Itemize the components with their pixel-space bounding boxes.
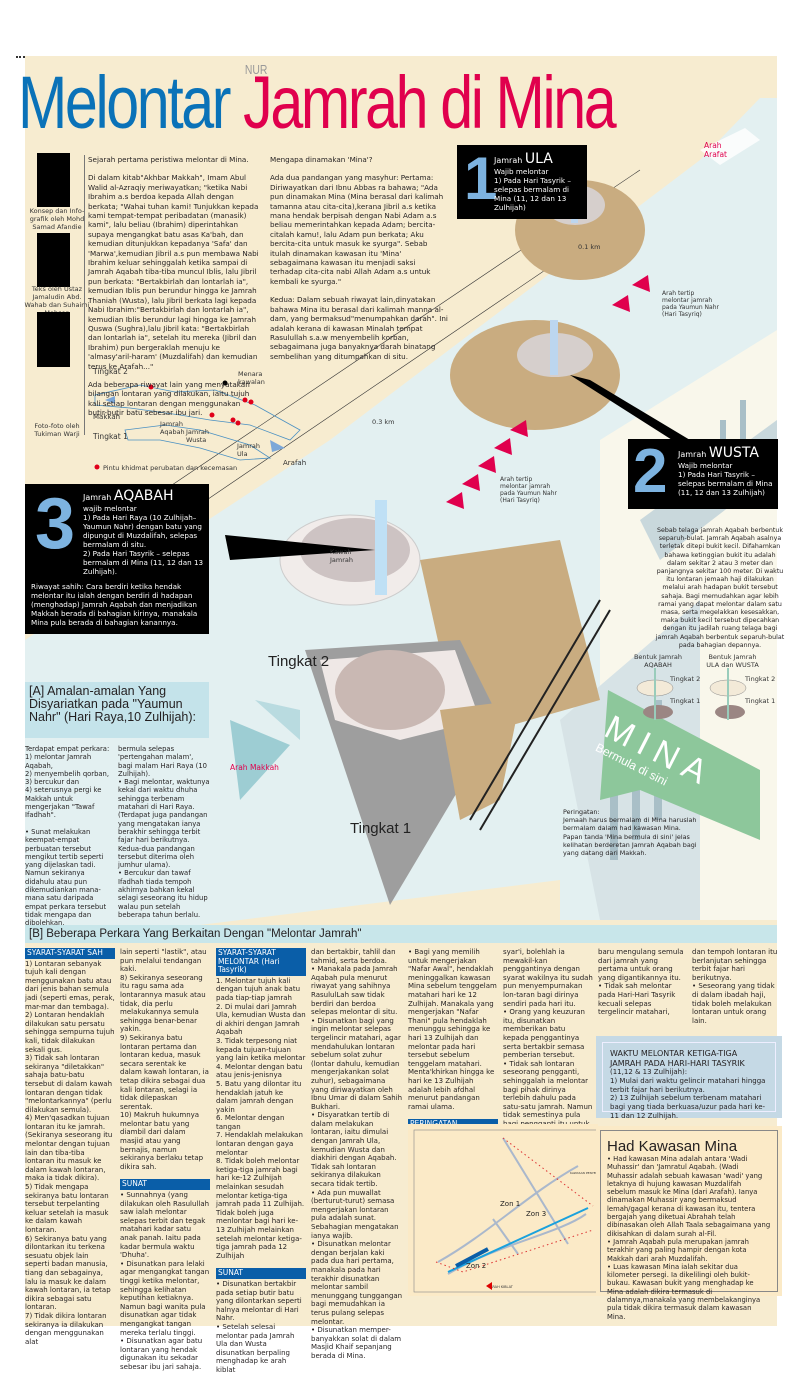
jamrah-ula-name: ULA xyxy=(524,151,553,167)
peringatan-text: Jemaah harus bermalam di Mina haruslah b… xyxy=(563,816,697,858)
plan-aqabah: Jamrah Aqabah xyxy=(160,420,185,436)
waktu-melontar-box: WAKTU MELONTAR KETIGA-TIGA JAMRAH PADA H… xyxy=(596,1036,782,1120)
jamrah-number-1: 1 xyxy=(464,145,498,212)
peringatan-note: Peringatan: Jemaah harus bermalam di Min… xyxy=(563,808,698,857)
section-a-col1: Terdapat empat perkara: 1) melontar Jamr… xyxy=(25,745,110,944)
had-title: Had Kawasan Mina xyxy=(607,1138,738,1155)
had-body: • Had kawasan Mina adalah antara 'Wadi M… xyxy=(607,1155,771,1321)
jamrah-aqabah-note: Riwayat sahih: Cara berdiri ketika henda… xyxy=(31,582,198,627)
shape-t2: Tingkat 2 xyxy=(670,675,701,683)
heading-syarat-sah: SYARAT-SYARAT SAH xyxy=(25,948,115,959)
photo-placeholder xyxy=(37,312,70,367)
syarat-melontar-text: 1. Melontar tujuh kali dengan tujuh anak… xyxy=(216,976,306,1260)
aqabah-shape-note: Sebab telaga jamrah Aqabah berbentuk sep… xyxy=(655,527,785,649)
mina-para1: Ada dua pandangan yang masyhur: Pertama:… xyxy=(270,173,444,286)
waktu-body: 1) Mulai dari waktu gelincir matahari hi… xyxy=(610,1076,766,1120)
history-heading: Sejarah pertama peristiwa melontar di Mi… xyxy=(88,155,249,164)
kawah-jamrah-label: Kawah Jamrah xyxy=(330,548,354,564)
arah-tertip-label-2: Arah tertip melontar jamrah pada Yaumun … xyxy=(500,476,557,504)
plan-tingkat1: Tingkat 1 xyxy=(93,432,128,441)
jamrah-aqabah-box: 3 Jamrah AQABAH wajib melontar 1) Pada H… xyxy=(25,484,209,634)
waktu-subtitle: (11,12 & 13 Zulhijah): xyxy=(610,1068,688,1076)
nafar-text: • Bagi yang memilih untuk mengerjakan "N… xyxy=(408,948,497,1111)
jamrah-ula-body: Wajib melontar 1) Pada Hari Tasyrik – se… xyxy=(494,167,571,212)
section-b-title: [B] Beberapa Perkara Yang Berkaitan Deng… xyxy=(25,925,777,943)
heading-syarat-melontar: SYARAT-SYARAT MELONTAR (Hari Tasyrik) xyxy=(216,948,306,976)
credit-concept: Konsep dan Info-grafik oleh Mohd Samad A… xyxy=(29,207,85,231)
map-graphic: Zon 1 Zon 2 Zon 3 KAWASAN PENYEMBELIHAN … xyxy=(413,1129,598,1293)
kawasan-qurban-label: KAWASAN PENYEMBELIHAN QURBAN xyxy=(570,1171,598,1175)
tingkat2-label: Tingkat 2 xyxy=(268,653,330,670)
section-b-col2: lain seperti "lastik", atau pun melalui … xyxy=(120,948,210,1372)
jamrah-prefix: Jamrah xyxy=(494,156,523,165)
jamrah-wusta-name: WUSTA xyxy=(708,445,759,461)
jamrah-number-2: 2 xyxy=(633,437,668,506)
sunat-1-text: • Sunnahnya (yang dilakukan oleh Rasulul… xyxy=(120,1191,210,1371)
tingkat1-label: Tingkat 1 xyxy=(350,820,412,837)
plan-makkah: Makkah xyxy=(93,413,121,421)
plan-ula: Jamrah Ula xyxy=(237,442,261,458)
peringatan-heading: Peringatan: xyxy=(563,808,600,816)
heading-sunat-2: SUNAT xyxy=(216,1268,306,1279)
section-b-col1: SYARAT-SYARAT SAH 1) Lontaran sebanyak t… xyxy=(25,948,115,1346)
photo-placeholder xyxy=(37,153,70,207)
shape-ula-wusta-label: Bentuk Jamrah ULA dan WUSTA xyxy=(706,653,759,669)
title-part2: Jamrah di Mina xyxy=(243,61,616,144)
syarat-sah-cont: lain seperti "lastik", atau pun melalui … xyxy=(120,948,209,1171)
plan-legend: Pintu khidmat perubatan dan kecemasan xyxy=(103,464,238,472)
jamrah-ula-box: 1 Jamrah ULA Wajib melontar 1) Pada Hari… xyxy=(457,145,587,219)
photo-placeholder xyxy=(37,233,70,287)
plan-wusta: Jamrah Wusta xyxy=(186,428,210,444)
shape-t1b: Tingkat 1 xyxy=(745,697,776,705)
waktu-title: WAKTU MELONTAR KETIGA-TIGA JAMRAH PADA H… xyxy=(610,1049,745,1068)
history-text: Sejarah pertama peristiwa melontar di Mi… xyxy=(88,155,260,427)
mina-heading: Mengapa dinamakan 'Mina'? xyxy=(270,155,373,164)
jamrah-wusta-box: 2 Jamrah WUSTA Wajib melontar 1) Pada Ha… xyxy=(628,439,778,509)
kicker: NUR xyxy=(244,62,268,77)
arah-tertip-label-1: Arah tertip melontar jamrah pada Yaumun … xyxy=(662,290,719,318)
section-a-col2: bermula selepas 'pertengahan malam', bag… xyxy=(118,745,210,919)
infographic-page: NUR Melontar Jamrah di Mina Konsep dan I… xyxy=(16,56,785,1374)
title-part1: Melontar xyxy=(18,61,232,144)
zon3-label: Zon 3 xyxy=(526,1210,546,1218)
mina-para2: Kedua: Dalam sebuah riwayat lain,dinyata… xyxy=(270,295,448,361)
sunat-2-text: • Disunatkan bertakbir pada setiap butir… xyxy=(216,1279,302,1374)
distance-01km: 0.1 km xyxy=(578,243,601,251)
jamrah-aqabah-name: AQABAH xyxy=(113,488,174,504)
page-title: Melontar Jamrah di Mina xyxy=(18,66,617,140)
section-b-col3: SYARAT-SYARAT MELONTAR (Hari Tasyrik) 1.… xyxy=(216,948,306,1375)
jamrah-wusta-body: Wajib melontar 1) Pada Hari Tasyrik – se… xyxy=(678,461,773,497)
history-para2: Ada beberapa riwayat lain yang menyataka… xyxy=(88,379,250,418)
heading-sunat-1: SUNAT xyxy=(120,1179,210,1191)
credit-photo: Foto-foto oleh Tukiman Warji xyxy=(34,422,80,438)
jamrah-aqabah-body: wajib melontar 1) Pada Hari Raya (10 Zul… xyxy=(83,504,204,576)
section-b-col7: baru mengulang semula dari jamrah yang p… xyxy=(598,948,684,1017)
plan-menara: Menara kawalan xyxy=(238,370,265,386)
vertical-rule xyxy=(84,155,85,435)
plan-tingkat2: Tingkat 2 xyxy=(93,367,128,376)
jamrah-prefix: Jamrah xyxy=(83,493,112,502)
arah-makkah-label: Arah Makkah xyxy=(230,763,279,772)
section-b-col4: dan bertakbir, tahlil dan tahmid, serta … xyxy=(311,948,403,1360)
mina-map: Zon 1 Zon 2 Zon 3 KAWASAN PENYEMBELIHAN … xyxy=(408,1124,598,1296)
section-b-col8: dan tempoh lontaran itu berlanjutan sehi… xyxy=(692,948,778,1025)
zon2-label: Zon 2 xyxy=(466,1262,486,1270)
distance-03km: 0.3 km xyxy=(372,418,395,426)
shape-t2b: Tingkat 2 xyxy=(745,675,776,683)
jamrah-prefix: Jamrah xyxy=(678,450,707,459)
syarat-sah-text: 1) Lontaran sebanyak tujuh kali dengan m… xyxy=(25,959,115,1346)
mina-name-text: Mengapa dinamakan 'Mina'? Ada dua pandan… xyxy=(270,155,448,370)
shape-t1: Tingkat 1 xyxy=(670,697,701,705)
had-kawasan-box: Had Kawasan Mina • Had kawasan Mina adal… xyxy=(596,1126,782,1321)
arah-arafat-label: Arah Arafat xyxy=(704,141,727,159)
shape-aqabah-label: Bentuk Jamrah AQABAH xyxy=(633,653,683,669)
plan-arafah: Arafah xyxy=(283,459,307,467)
arah-kiblat-label: ARAH KIBLAT xyxy=(490,1285,514,1289)
zon1-label: Zon 1 xyxy=(500,1200,520,1208)
section-a-title: [A] Amalan-amalan Yang Disyariatkan pada… xyxy=(25,682,209,738)
jamrah-number-3: 3 xyxy=(35,484,76,564)
history-para1: Di dalam kitab"Akhbar Makkah", Imam Abul… xyxy=(88,173,259,371)
